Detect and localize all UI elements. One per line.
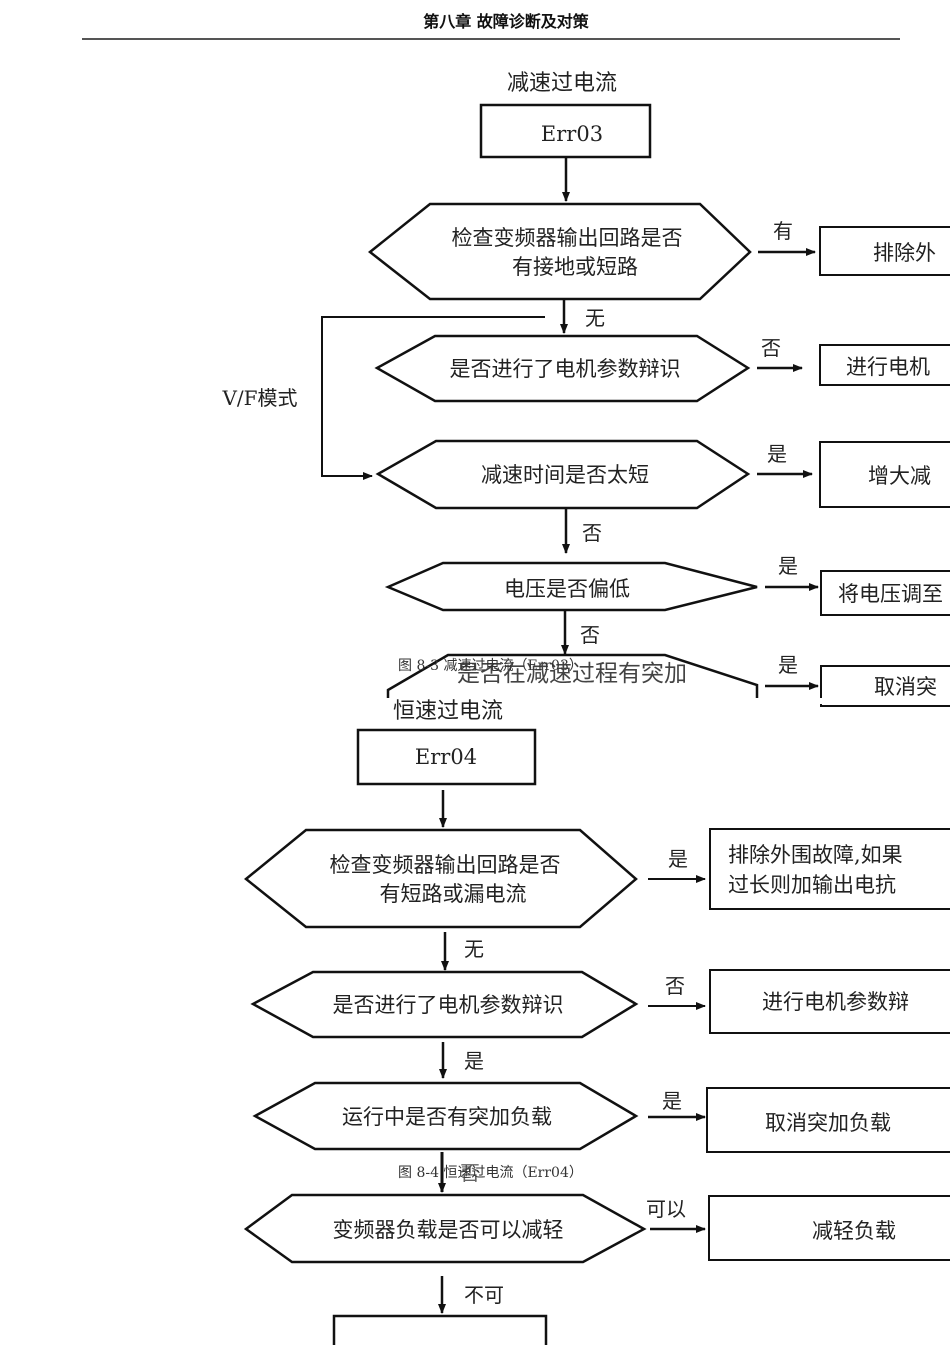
branch-label: 否 — [761, 336, 781, 360]
branch-label: 否 — [582, 521, 602, 545]
fig4-decision-4 — [243, 1193, 647, 1264]
branch-label: 无 — [464, 937, 484, 961]
fig3-action-4 — [820, 570, 950, 616]
branch-label: 无 — [585, 306, 605, 330]
branch-label: 否 — [460, 1161, 480, 1185]
decision-text: 是否进行了电机参数辩识 — [333, 993, 564, 1017]
branch-label: 否 — [580, 623, 600, 647]
fig3-action-1 — [819, 226, 950, 276]
fig4-caption: 图 8-4 恒速过电流（Err04） — [398, 1165, 583, 1181]
decision-text: 有接地或短路 — [512, 255, 638, 279]
fig3-decision-1 — [367, 202, 752, 301]
action-text: 排除外围故障,如果 — [728, 843, 903, 867]
decision-text: 变频器负载是否可以减轻 — [333, 1218, 564, 1242]
decision-text: 减速时间是否太短 — [481, 463, 649, 487]
branch-label: 是 — [778, 653, 798, 677]
fig3-decision-3 — [375, 439, 751, 510]
fig3-action-2 — [819, 344, 950, 386]
branch-label: 不可 — [464, 1283, 504, 1307]
fig4-start-box — [356, 728, 537, 786]
fig4-decision-2 — [250, 970, 639, 1039]
header-rule — [82, 38, 900, 40]
action-text: 过长则加输出电抗 — [728, 873, 896, 897]
branch-label: 是 — [778, 554, 798, 578]
fig3-decision-4 — [384, 561, 758, 612]
fig3-title: 减速过电流 — [507, 71, 617, 96]
fig4-action-3 — [706, 1087, 950, 1153]
action-text: 增大减 — [868, 464, 931, 488]
vf-mode-bypass-arrow — [321, 316, 545, 480]
branch-label: 是 — [464, 1049, 484, 1073]
action-text: 减轻负载 — [812, 1219, 896, 1243]
decision-text: 检查变频器输出回路是否 — [452, 226, 683, 250]
crop-mask — [380, 698, 950, 704]
fig4-decision-3 — [252, 1081, 639, 1151]
action-text: 进行电机参数辩 — [762, 990, 909, 1014]
fig4-action-1 — [709, 828, 950, 910]
decision-text: 检查变频器输出回路是否 — [330, 853, 561, 877]
decision-text: 运行中是否有突加负载 — [342, 1105, 552, 1129]
decision-text: 有短路或漏电流 — [380, 882, 527, 906]
fig3-decision-2 — [374, 334, 751, 403]
decision-text: 电压是否偏低 — [504, 577, 630, 601]
action-text: 取消突 — [874, 675, 937, 699]
action-text: 排除外 — [873, 241, 936, 265]
fig4-start-code: Err04 — [415, 745, 477, 769]
branch-label: 是 — [767, 442, 787, 466]
fig4-action-4 — [708, 1195, 950, 1261]
branch-label: 是 — [668, 847, 688, 871]
fig4-final-box — [332, 1314, 548, 1345]
action-text: 取消突加负载 — [765, 1111, 891, 1135]
fig3-caption: 图 8-3 减速过电流（Err03） — [398, 658, 583, 674]
fig4-title: 恒速过电流 — [393, 699, 503, 724]
action-text: 将电压调至 — [838, 582, 943, 606]
branch-label: 有 — [773, 219, 793, 243]
figure-8-4: 恒速过电流 Err04 检查变频器输出回路是否 有短路或漏电流 是 排除外围故障… — [243, 699, 950, 1345]
fig4-action-2 — [709, 969, 950, 1034]
branch-label: 可以 — [646, 1197, 686, 1221]
fig3-start-code: Err03 — [541, 122, 603, 146]
fig4-decision-1 — [244, 828, 638, 929]
vf-mode-label: V/F模式 — [221, 386, 297, 410]
page-header: 第八章 故障诊断及对策 — [423, 12, 589, 31]
branch-label: 否 — [665, 974, 685, 998]
fig3-start-box — [479, 103, 652, 159]
decision-text: 是否在减速过程有突加 — [457, 661, 687, 687]
fig3-action-3 — [819, 441, 950, 508]
figure-8-3: 减速过电流 Err03 检查变频器输出回路是否 有接地或短路 有 排除外 无 V… — [221, 71, 950, 707]
branch-label: 是 — [662, 1089, 682, 1113]
action-text: 进行电机 — [846, 355, 930, 379]
decision-text: 是否进行了电机参数辩识 — [450, 357, 681, 381]
